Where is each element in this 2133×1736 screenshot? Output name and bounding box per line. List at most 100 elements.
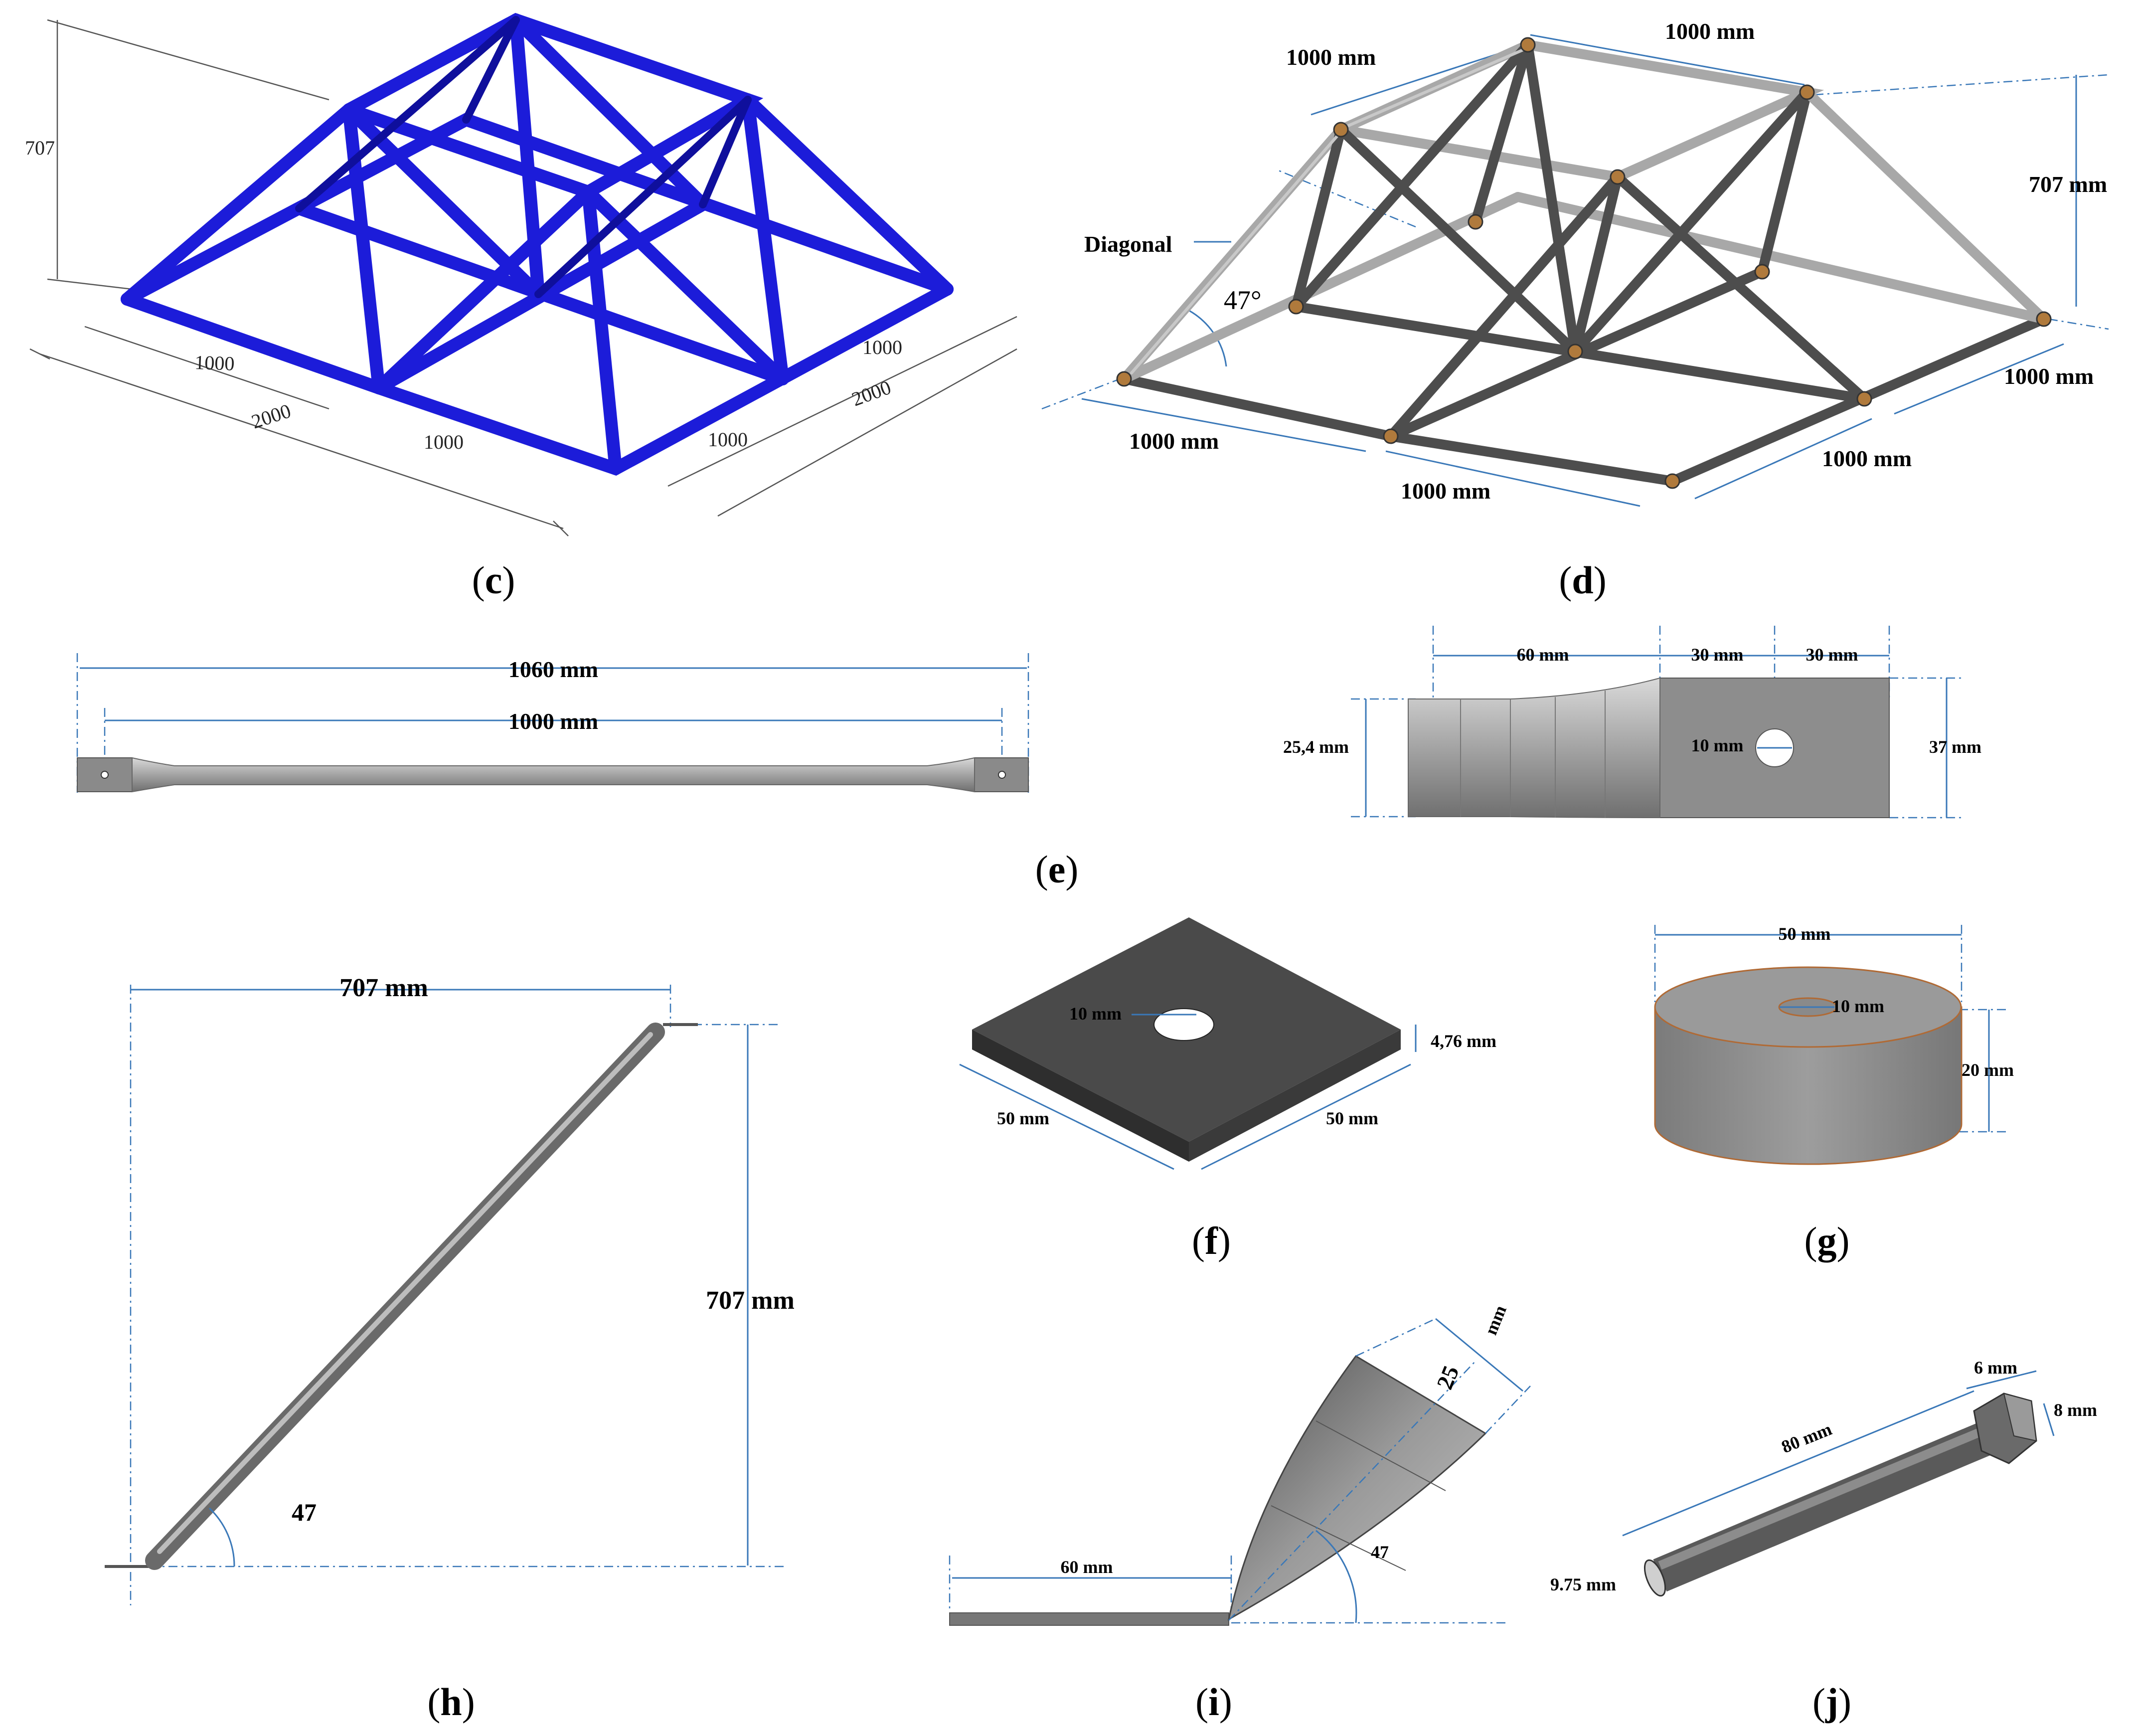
leg	[1386, 172, 1623, 441]
segment-line	[1315, 1420, 1446, 1491]
leg	[1802, 87, 2049, 324]
joint	[1799, 84, 1815, 100]
cone-tip	[1227, 1355, 1487, 1621]
angle-arc	[208, 1507, 235, 1567]
diagonal	[699, 96, 752, 208]
washer-body	[1654, 1006, 1963, 1165]
ext-line	[2048, 318, 2109, 330]
caption-j-letter: j	[1825, 1680, 1838, 1724]
caption-f-letter: f	[1205, 1219, 1218, 1262]
bolt-shank	[1653, 1419, 1998, 1592]
dim-line-side-sub	[717, 348, 1017, 517]
dim-tube-dia-label: 25,4 mm	[1283, 737, 1349, 757]
dim-head-h-label: 8 mm	[2054, 1400, 2097, 1420]
panel-e: 1060 mm 1000 mm 60 mm 30 mm	[76, 626, 1981, 891]
dim-taper-label: 60 mm	[1517, 645, 1569, 665]
dim-right-depth	[1894, 343, 2064, 415]
dim-front-mid-label: 1000 mm	[1401, 478, 1490, 504]
caption-f: (f)	[1192, 1219, 1231, 1262]
panel-f: 10 mm 4,76 mm 50 mm 50 mm (f)	[959, 917, 1496, 1262]
joint	[1520, 37, 1536, 53]
caption-g-letter: g	[1817, 1219, 1837, 1262]
panel-c-truss	[121, 12, 954, 476]
plate-hole	[1153, 1008, 1214, 1041]
label-diagonal: Diagonal	[1084, 231, 1172, 257]
caption-d: (d)	[1559, 558, 1606, 602]
dim-seg1-label: 30 mm	[1691, 645, 1744, 665]
joint	[1468, 214, 1483, 230]
dim-head-h	[2043, 1403, 2055, 1436]
leg	[1291, 125, 1346, 312]
ext-line	[1276, 169, 1416, 228]
dim-dia-label: 9.75 mm	[1550, 1574, 1616, 1594]
leg	[582, 185, 622, 475]
panel-d-truss	[1116, 37, 2052, 489]
leg	[1757, 87, 1812, 277]
dim-top-right-label: 1000 mm	[1665, 18, 1755, 44]
bolt-hole-left	[101, 771, 109, 779]
dim-side-b-label: 50 mm	[1326, 1108, 1378, 1128]
tapered-tube	[1408, 677, 1660, 819]
dim-line-front-sub	[84, 326, 329, 410]
dim-d2: 2000	[849, 376, 894, 411]
bolt-head-face	[2003, 1392, 2037, 1442]
dim-hole-label: 10 mm	[1691, 735, 1744, 755]
plate-side-right	[1189, 1030, 1401, 1162]
panel-j: 80 mm 6 mm 8 mm 9.75 mm (j)	[1550, 1358, 2097, 1724]
dim-front-right	[1694, 418, 1872, 500]
dim-right-depth-label: 1000 mm	[2004, 363, 2094, 389]
dim-d1: 1000	[862, 336, 902, 358]
leg	[1523, 40, 1580, 356]
dim-head-w	[1966, 1370, 2037, 1389]
diagonal	[534, 96, 752, 298]
caption-d-letter: d	[1572, 558, 1593, 602]
centerline	[1228, 1361, 1476, 1621]
dim-thickness-label: 4,76 mm	[1431, 1031, 1496, 1051]
bolt-end	[1643, 1559, 1666, 1597]
joint	[1856, 391, 1872, 407]
dim-height: 707	[25, 137, 55, 159]
ext-line	[47, 278, 133, 290]
dim-head-w-label: 6 mm	[1974, 1358, 2017, 1378]
caption-g: (g)	[1805, 1219, 1850, 1262]
segment-line	[1271, 1505, 1406, 1571]
tick	[29, 348, 50, 360]
dim-front-mid	[1385, 450, 1641, 507]
dim-side-b	[1201, 1063, 1411, 1170]
leg	[1570, 172, 1623, 356]
dim-w2: 2000	[249, 399, 294, 433]
base-edge-front	[121, 283, 954, 476]
panel-e-bar-full	[76, 653, 1029, 793]
leg	[1613, 172, 1869, 404]
dim-front-left	[1081, 398, 1366, 452]
angle-label: 47	[292, 1498, 317, 1526]
caption-i: (i)	[1195, 1680, 1232, 1724]
leg	[1291, 40, 1533, 312]
joint	[1333, 122, 1349, 138]
joint	[1383, 428, 1399, 444]
ext-line	[1485, 1386, 1531, 1434]
tube-highlight	[1347, 47, 1527, 127]
dim-diameter-label: 50 mm	[1779, 924, 1831, 944]
bar-tube	[132, 757, 975, 793]
caption-i-letter: i	[1208, 1680, 1219, 1724]
angle-label: 47°	[1224, 285, 1262, 315]
leg	[1336, 125, 1580, 356]
panel-h: 707 mm 707 mm 47 (h)	[105, 974, 795, 1724]
dim-w3: 1000	[424, 431, 464, 453]
dim-total-label: 1060 mm	[508, 657, 598, 682]
dim-top-left-label: 1000 mm	[1286, 44, 1376, 70]
joint	[1288, 299, 1304, 315]
ext-line	[47, 19, 329, 101]
leg	[741, 93, 789, 385]
top-frame	[1336, 39, 1824, 182]
caption-e: (e)	[1035, 848, 1079, 891]
leg	[1570, 87, 1812, 356]
caption-c: (c)	[472, 558, 515, 602]
ext-line	[1041, 375, 1127, 410]
dim-plate-h-label: 37 mm	[1929, 737, 1981, 757]
dim-d3: 1000	[708, 428, 748, 451]
joint	[1567, 344, 1583, 359]
caption-e-letter: e	[1048, 848, 1066, 891]
